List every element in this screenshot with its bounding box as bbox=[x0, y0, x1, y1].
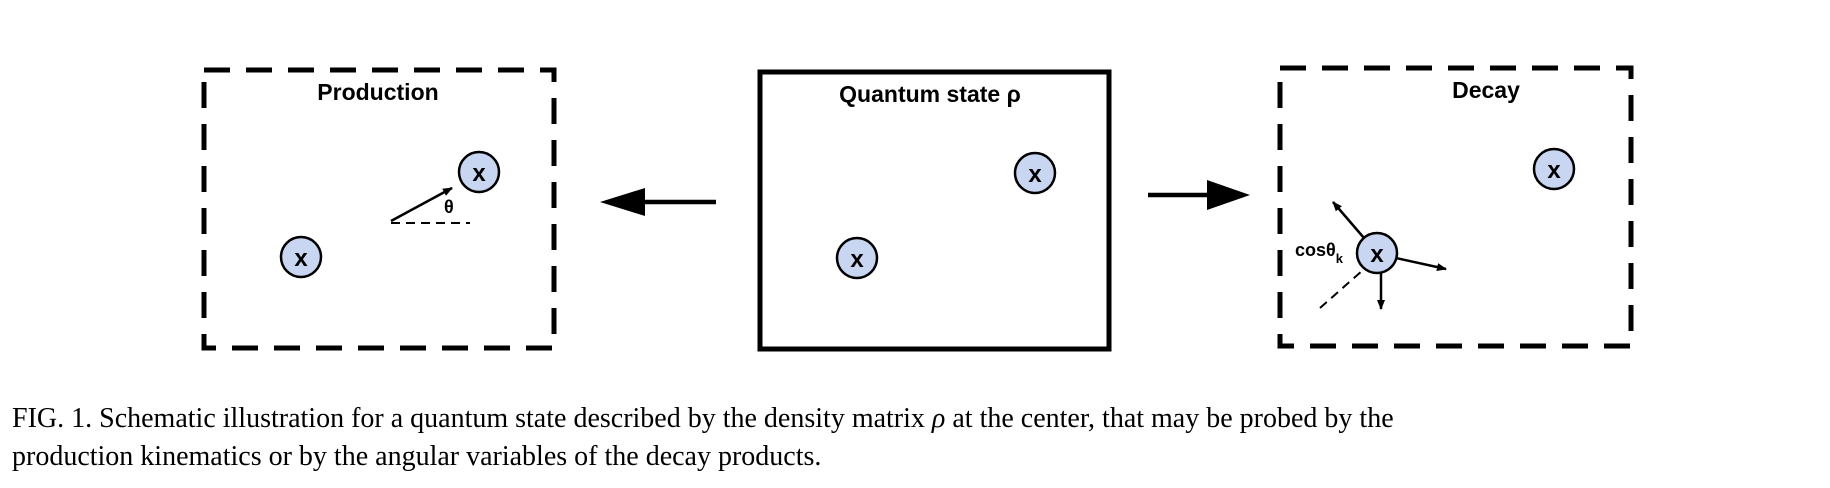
decay-product-arrow-right bbox=[1395, 256, 1447, 271]
theta-label: θ bbox=[444, 197, 454, 217]
center-node-left: x bbox=[835, 236, 879, 280]
decay-box bbox=[1277, 65, 1634, 349]
svg-text:x: x bbox=[472, 160, 486, 187]
svg-text:x: x bbox=[1547, 157, 1561, 184]
figure-label: FIG. 1. bbox=[12, 403, 93, 434]
arrow-to-production bbox=[600, 188, 716, 216]
decay-node-left: x bbox=[1355, 231, 1399, 275]
svg-text:x: x bbox=[1370, 241, 1384, 268]
decay-node-right: x bbox=[1532, 147, 1576, 191]
cos-theta-k-label: cosθk bbox=[1295, 240, 1344, 266]
decay-panel: Decay x x cosθk bbox=[1277, 65, 1634, 349]
quantum-state-panel: Quantum state ρ x x bbox=[757, 69, 1112, 352]
production-node-left: x bbox=[279, 235, 323, 279]
decay-title: Decay bbox=[1452, 77, 1520, 103]
production-box bbox=[201, 67, 557, 351]
production-title: Production bbox=[317, 79, 438, 105]
svg-text:x: x bbox=[1028, 161, 1042, 188]
caption-text-b: at the center, that may be probed by the bbox=[945, 403, 1394, 434]
svg-text:x: x bbox=[850, 246, 864, 273]
production-direction-arrow bbox=[390, 186, 453, 223]
decay-incoming-line bbox=[1319, 269, 1364, 309]
center-node-right: x bbox=[1013, 151, 1057, 195]
rho-symbol: ρ bbox=[931, 403, 946, 434]
svg-text:x: x bbox=[294, 245, 308, 272]
quantum-state-title: Quantum state ρ bbox=[839, 81, 1021, 107]
arrow-to-decay bbox=[1148, 180, 1250, 210]
decay-product-arrow-upleft bbox=[1332, 201, 1365, 239]
schematic-diagram: Production x x θ Quantum state ρ x x bbox=[201, 65, 1634, 352]
production-node-right: x bbox=[457, 150, 501, 194]
caption-line-2: production kinematics or by the angular … bbox=[12, 441, 822, 472]
figure-caption: FIG. 1. Schematic illustration for a qua… bbox=[12, 400, 1822, 476]
caption-line-1: FIG. 1. Schematic illustration for a qua… bbox=[12, 400, 1822, 438]
production-panel: Production x x θ bbox=[201, 67, 557, 351]
caption-text-a: Schematic illustration for a quantum sta… bbox=[92, 403, 932, 434]
quantum-state-box bbox=[757, 69, 1112, 352]
